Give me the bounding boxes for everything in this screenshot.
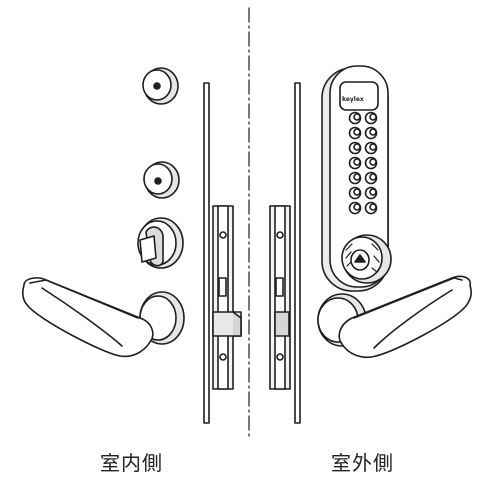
- keypad-button-icon: [348, 126, 362, 140]
- outside-label: 室外側: [331, 451, 394, 475]
- keypad-button-icon: [348, 201, 362, 215]
- keypad-button-icon: [364, 171, 378, 185]
- outside-lever-handle: [317, 275, 472, 359]
- brand-logo: keylex: [342, 96, 364, 103]
- keypad-button-icon: [348, 171, 362, 185]
- inside-strike-plate: [212, 205, 242, 390]
- keypad-knob: [341, 234, 392, 284]
- keypad-button-icon: [348, 186, 362, 200]
- keypad-button-icon: [364, 201, 378, 215]
- inside-label: 室内側: [100, 451, 163, 475]
- inside-frame-bar: [203, 82, 210, 424]
- keypad-button-icon: [348, 156, 362, 170]
- thumb-turn: [137, 217, 184, 269]
- keypad-button-icon: [364, 156, 378, 170]
- keypad-button-icon: [348, 111, 362, 125]
- keypad-button-icon: [364, 111, 378, 125]
- keypad-button-grid: [348, 111, 378, 215]
- keypad-button-icon: [364, 126, 378, 140]
- inside-lever-handle: [22, 277, 185, 358]
- outside-frame-bar: [294, 82, 301, 424]
- keypad-button-icon: [364, 186, 378, 200]
- keypad-button-icon: [364, 141, 378, 155]
- outside-strike-plate: [269, 205, 291, 390]
- top-cylinder-cap: [142, 67, 179, 105]
- middle-cylinder-cap: [143, 161, 180, 199]
- keypad-button-icon: [348, 141, 362, 155]
